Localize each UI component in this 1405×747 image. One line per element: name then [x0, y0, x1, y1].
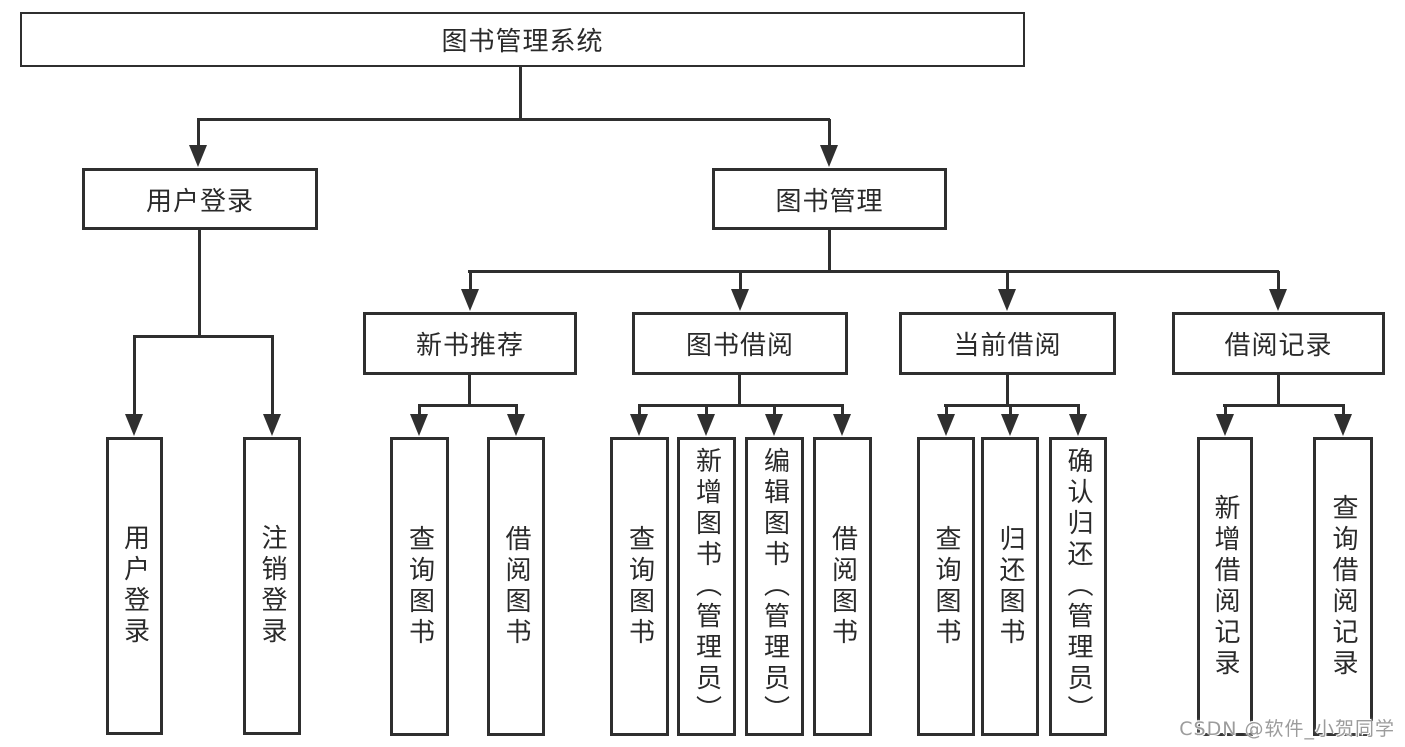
- watermark: CSDN @软件_小贺同学: [1179, 718, 1395, 740]
- connector-arrow: [937, 405, 955, 436]
- connector-line: [944, 404, 1080, 407]
- node-user-login-leaf: 用户登录: [106, 437, 163, 735]
- connector-arrow: [820, 119, 838, 167]
- node-label: 新增借阅记录: [1210, 493, 1240, 680]
- connector-line: [1223, 404, 1345, 407]
- node-label: 查询图书: [624, 524, 655, 649]
- connector-arrow: [1069, 405, 1087, 436]
- node-label: 图书管理系统: [441, 27, 604, 57]
- connector-line: [198, 229, 201, 337]
- node-label: 注销登录: [257, 524, 287, 648]
- connector-arrow: [507, 405, 525, 436]
- node-query-borrow-record: 查询借阅记录: [1313, 437, 1373, 736]
- connector-arrow: [410, 405, 428, 436]
- connector-line: [468, 270, 1279, 273]
- node-confirm-return-admin: 确认归还（管理员）: [1049, 437, 1107, 736]
- node-query-books-borrowing: 查询图书: [610, 437, 669, 736]
- node-label: 查询图书: [404, 524, 435, 649]
- node-logout: 注销登录: [243, 437, 301, 735]
- node-edit-book-admin: 编辑图书（管理员）: [745, 437, 804, 736]
- node-label: 借阅记录: [1224, 331, 1333, 361]
- node-current-borrowing: 当前借阅: [899, 312, 1116, 375]
- node-borrowing-records: 借阅记录: [1172, 312, 1385, 375]
- connector-arrow: [697, 405, 715, 436]
- connector-arrow: [765, 405, 783, 436]
- node-label: 编辑图书（管理员）: [759, 447, 790, 726]
- node-label: 借阅图书: [501, 524, 531, 649]
- connector-arrow: [1001, 405, 1019, 436]
- connector-arrow: [125, 336, 143, 436]
- connector-line: [1277, 374, 1280, 406]
- connector-line: [519, 67, 522, 120]
- connector-line: [133, 335, 274, 338]
- node-borrow-books-recommend: 借阅图书: [487, 437, 545, 736]
- connector-line: [197, 118, 830, 121]
- connector-arrow: [1269, 271, 1287, 311]
- node-user-login: 用户登录: [82, 168, 318, 230]
- connector-arrow: [731, 271, 749, 311]
- node-book-borrowing: 图书借阅: [632, 312, 848, 375]
- connector-arrow: [1216, 405, 1234, 436]
- connector-line: [418, 404, 518, 407]
- node-label: 确认归还（管理员）: [1063, 447, 1093, 726]
- connector-line: [638, 404, 844, 407]
- connector-arrow: [998, 271, 1016, 311]
- connector-arrow: [833, 405, 851, 436]
- node-return-book: 归还图书: [981, 437, 1039, 736]
- node-book-management: 图书管理: [712, 168, 947, 230]
- node-label: 用户登录: [145, 186, 254, 217]
- node-label: 新增图书（管理员）: [691, 447, 722, 726]
- node-add-borrow-record: 新增借阅记录: [1197, 437, 1253, 736]
- connector-arrow: [630, 405, 648, 436]
- node-label: 当前借阅: [953, 331, 1062, 361]
- connector-line: [828, 229, 831, 272]
- node-label: 查询图书: [931, 524, 961, 649]
- node-label: 图书管理: [775, 186, 884, 217]
- connector-line: [738, 374, 741, 406]
- node-query-books-recommend: 查询图书: [390, 437, 449, 736]
- connector-arrow: [1334, 405, 1352, 436]
- node-label: 归还图书: [995, 524, 1025, 649]
- connector-arrow: [461, 271, 479, 311]
- node-label: 借阅图书: [827, 524, 858, 649]
- node-label: 图书借阅: [685, 331, 794, 361]
- node-borrow-books-borrowing: 借阅图书: [813, 437, 872, 736]
- connector-arrow: [263, 336, 281, 436]
- connector-arrow: [189, 119, 207, 167]
- node-new-book-recommendation: 新书推荐: [363, 312, 577, 375]
- node-library-management-system: 图书管理系统: [20, 12, 1025, 67]
- node-add-book-admin: 新增图书（管理员）: [677, 437, 736, 736]
- connector-line: [1006, 374, 1009, 406]
- connector-line: [468, 374, 471, 406]
- node-label: 查询借阅记录: [1328, 493, 1358, 680]
- node-query-books-current: 查询图书: [917, 437, 975, 736]
- node-label: 用户登录: [119, 524, 150, 648]
- node-label: 新书推荐: [415, 331, 524, 361]
